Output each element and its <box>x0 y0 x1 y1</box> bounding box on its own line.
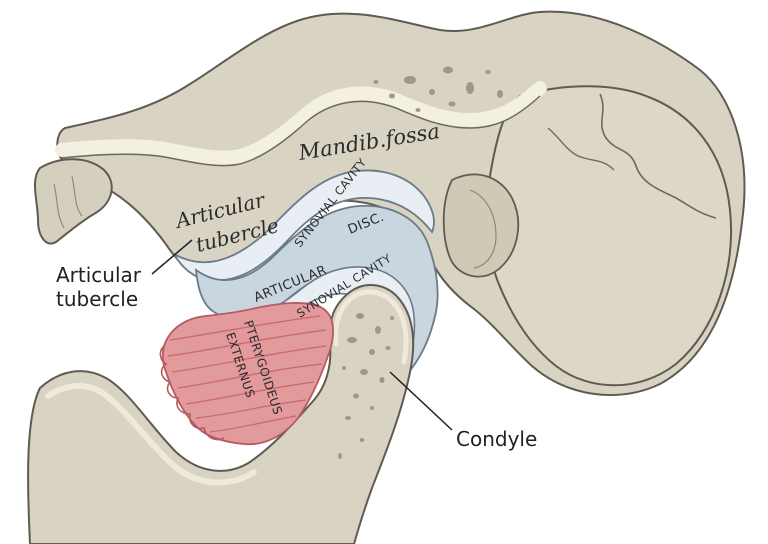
condyle-cortex <box>333 289 409 365</box>
zygomatic-root-shading <box>53 175 83 229</box>
pterygoideus-externus-muscle <box>161 302 334 446</box>
muscle-edge <box>159 345 225 441</box>
zygomatic-root <box>33 158 113 245</box>
suture-line <box>599 93 717 219</box>
mandible <box>27 284 415 544</box>
callout-articular-tubercle-line1: Articular <box>56 263 142 287</box>
callout-line-articular-tubercle <box>151 239 193 275</box>
fossa-cortex-outline <box>61 95 541 167</box>
bony-ridge <box>442 173 520 278</box>
fossa-cortex <box>55 81 547 165</box>
callout-condyle: Condyle <box>456 427 537 451</box>
upper-synovial-cavity <box>171 169 435 282</box>
temporal-bone-pores <box>373 66 503 112</box>
suture-line <box>547 127 615 171</box>
mandible-cortex <box>45 383 257 486</box>
callout-line-condyle <box>389 371 453 431</box>
muscle-fibers <box>167 315 327 433</box>
condyle-pores <box>338 313 394 459</box>
callout-articular-tubercle-line2: tubercle <box>56 287 138 311</box>
bony-ridge-shading <box>469 189 497 269</box>
